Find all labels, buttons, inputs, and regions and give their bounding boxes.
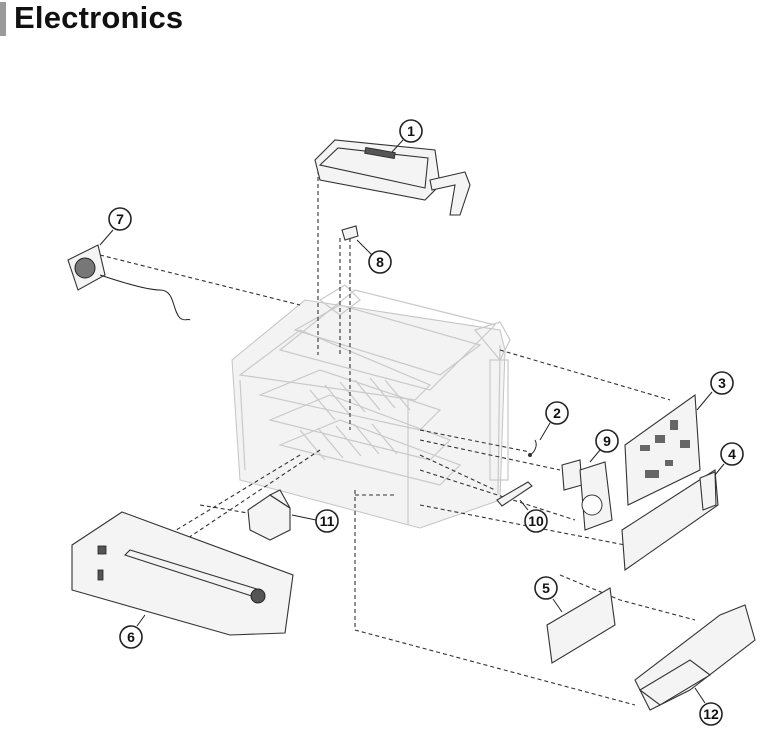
part-7-fan [67, 244, 191, 321]
callout-label-6: 6 [127, 629, 135, 645]
printer-frame [231, 284, 511, 529]
callout-label-7: 7 [116, 211, 124, 227]
callout-6: 6 [119, 614, 146, 649]
callout-label-9: 9 [603, 433, 611, 449]
callout-label-8: 8 [376, 254, 384, 270]
callout-2: 2 [539, 401, 569, 441]
callout-label-5: 5 [542, 580, 550, 596]
callout-label-11: 11 [320, 513, 335, 529]
callout-label-2: 2 [553, 405, 561, 421]
connector-lines [99, 170, 696, 706]
callout-10: 10 [519, 499, 548, 533]
callout-12: 12 [694, 687, 723, 726]
part-2-cable [528, 439, 537, 457]
callout-11: 11 [291, 509, 339, 533]
title-accent-bar [0, 2, 6, 36]
callout-label-3: 3 [718, 375, 726, 391]
callout-label-4: 4 [728, 446, 736, 462]
part-11-bracket [247, 489, 291, 541]
callout-9: 9 [589, 429, 619, 463]
part-10-connector [496, 481, 533, 507]
callout-label-12: 12 [703, 706, 719, 722]
callout-label-10: 10 [528, 513, 544, 529]
part-12-lower-frame [634, 604, 756, 711]
callout-4: 4 [714, 442, 744, 476]
part-5-board [546, 587, 616, 664]
callout-8: 8 [356, 239, 392, 274]
callout-3: 3 [696, 371, 734, 411]
part-1-top-assembly [314, 139, 471, 216]
part-6-roller-kit [71, 511, 294, 636]
callout-5: 5 [534, 576, 563, 613]
part-3-controller-board [624, 393, 701, 506]
callout-label-1: 1 [407, 123, 415, 139]
part-8-sensor [341, 225, 359, 241]
page-title: Electronics [14, 0, 184, 35]
part-4-shield-plate [621, 469, 719, 572]
callout-1: 1 [391, 119, 423, 153]
part-9-sensor-board [561, 459, 613, 531]
callout-7: 7 [99, 207, 132, 246]
